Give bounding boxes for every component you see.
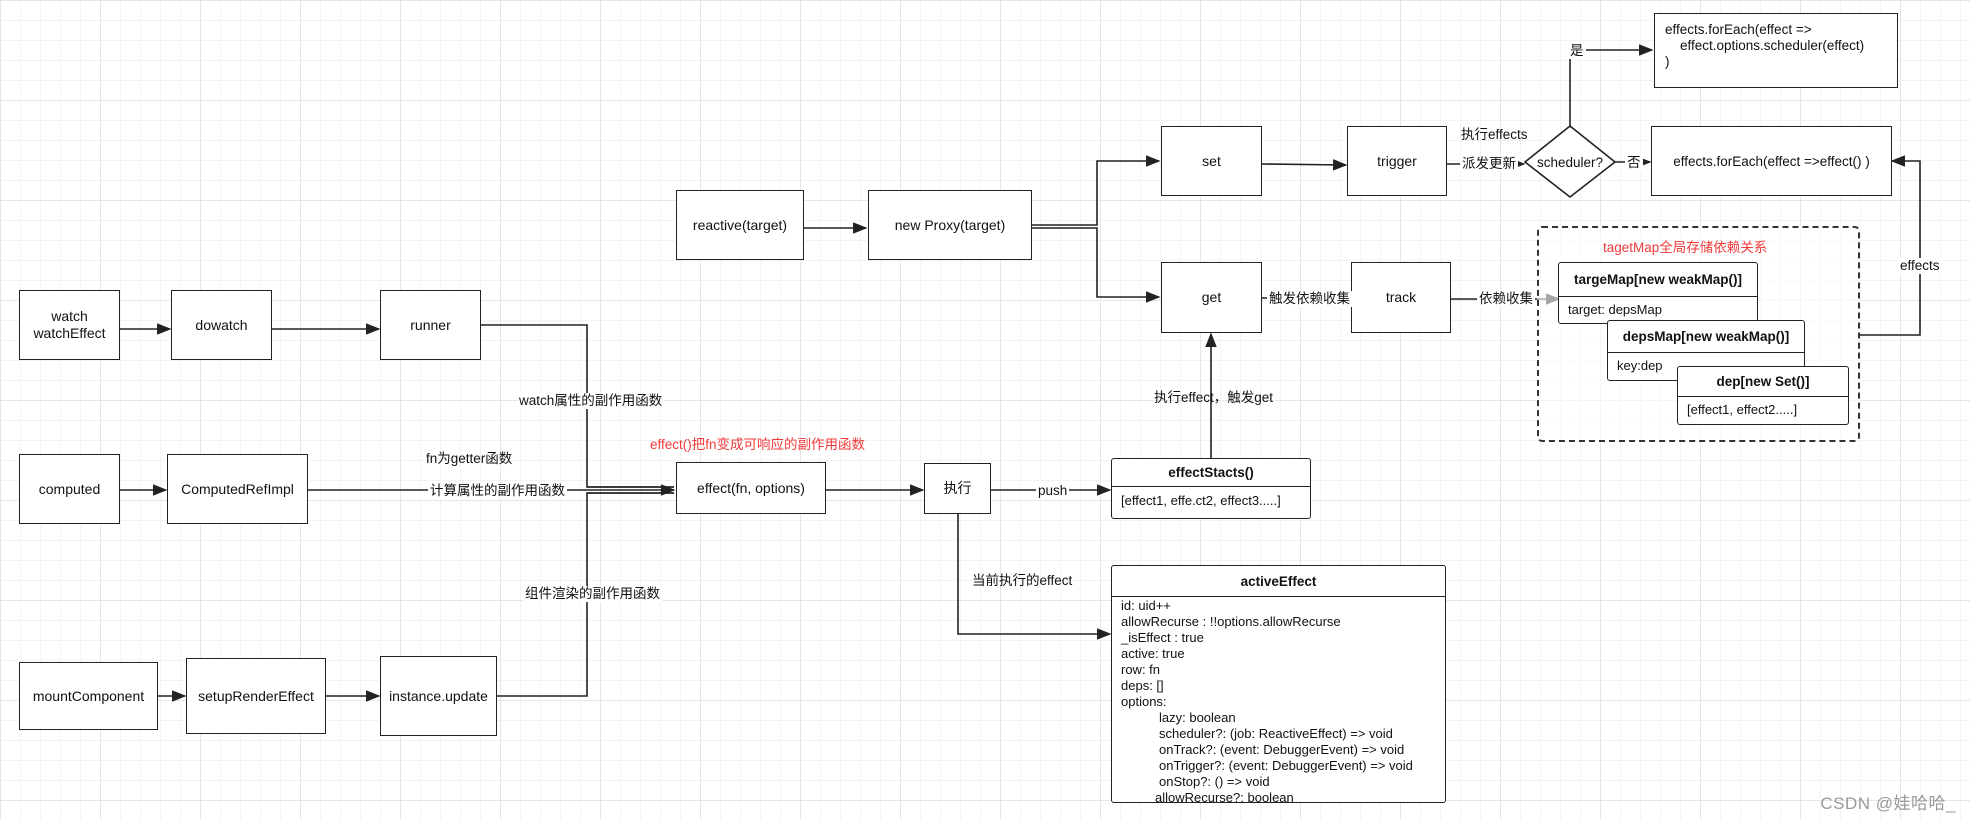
active-effect-line: onTrigger?: (event: DebuggerEvent) => vo… [1159, 758, 1413, 773]
node-watch: watch watchEffect [19, 290, 120, 360]
dep-body: [effect1, effect2.....] [1687, 402, 1798, 417]
label-yes: 是 [1568, 43, 1586, 59]
dep-title: dep[new Set()] [1678, 367, 1848, 397]
label-fn-getter: fn为getter函数 [426, 451, 513, 466]
active-effect-card: activeEffect id: uid++ allowRecurse : !!… [1111, 565, 1446, 803]
label-effects: effects [1898, 258, 1942, 274]
label-component-render-side-effect: 组件渲染的副作用函数 [523, 586, 662, 602]
node-reactive: reactive(target) [676, 190, 804, 260]
active-effect-line: scheduler?: (job: ReactiveEffect) => voi… [1159, 726, 1393, 741]
node-computed: computed [19, 454, 120, 524]
active-effect-line: id: uid++ [1121, 598, 1171, 613]
active-effect-line: options: [1121, 694, 1167, 709]
node-scheduler: scheduler? [1536, 154, 1604, 170]
active-effect-body: id: uid++ allowRecurse : !!options.allow… [1112, 597, 1445, 803]
target-map-group-title: tagetMap全局存储依赖关系 [1603, 240, 1768, 255]
active-effect-line: lazy: boolean [1159, 710, 1236, 725]
label-dep-collect: 依赖收集 [1477, 291, 1535, 307]
active-effect-line: onTrack?: (event: DebuggerEvent) => void [1159, 742, 1405, 757]
node-trigger: trigger [1347, 126, 1447, 196]
node-runner: runner [380, 290, 481, 360]
label-trigger-dep-collect: 触发依赖收集 [1267, 291, 1352, 307]
node-dowatch: dowatch [171, 290, 272, 360]
arrow-exec-active [957, 514, 1112, 640]
dep-card: dep[new Set()] [effect1, effect2.....] [1677, 366, 1849, 425]
active-effect-title: activeEffect [1112, 566, 1445, 597]
label-push: push [1036, 483, 1070, 499]
label-no: 否 [1625, 155, 1643, 171]
node-track: track [1351, 262, 1451, 333]
label-current-effect: 当前执行的effect [972, 573, 1073, 588]
arrow-set-trigger [1261, 159, 1348, 171]
node-mount-component: mountComponent [19, 662, 158, 730]
target-map-title: targeMap[new weakMap()] [1559, 263, 1757, 297]
target-map-body: target: depsMap [1568, 302, 1662, 317]
label-effect-reactive-note: effect()把fn变成可响应的副作用函数 [650, 437, 866, 452]
node-instance-update: instance.update [380, 656, 497, 736]
node-execute: 执行 [924, 463, 991, 514]
deps-map-title: depsMap[new weakMap()] [1608, 321, 1804, 353]
node-foreach-scheduler: effects.forEach(effect => effect.options… [1654, 13, 1898, 88]
effect-stacks-body: [effect1, effe.ct2, effect3.....] [1121, 493, 1281, 508]
node-get: get [1161, 262, 1262, 333]
deps-map-body: key:dep [1617, 358, 1663, 373]
label-computed-side-effect: 计算属性的副作用函数 [428, 483, 567, 499]
foreach-scheduler-line: effect.options.scheduler(effect) [1665, 38, 1865, 53]
scheduler-diamond [1523, 124, 1617, 199]
foreach-scheduler-line: ) [1665, 54, 1670, 69]
active-effect-line: onStop?: () => void [1159, 774, 1270, 789]
watermark: CSDN @娃哈哈_ [1820, 794, 1956, 813]
node-new-proxy: new Proxy(target) [868, 190, 1032, 260]
active-effect-line: active: true [1121, 646, 1185, 661]
node-foreach-effect: effects.forEach(effect =>effect() ) [1651, 126, 1892, 196]
active-effect-line: allowRecurse : !!options.allowRecurse [1121, 614, 1341, 629]
label-dispatch-update: 派发更新 [1460, 156, 1518, 172]
active-effect-line: deps: [] [1121, 678, 1164, 693]
node-effect: effect(fn, options) [676, 462, 826, 514]
effect-stacks-card: effectStacts() [effect1, effe.ct2, effec… [1111, 458, 1311, 519]
node-set: set [1161, 126, 1262, 196]
label-exec-effects: 执行effects [1461, 127, 1528, 142]
active-effect-line: row: fn [1121, 662, 1161, 677]
target-map-card: targeMap[new weakMap()] target: depsMap [1558, 262, 1758, 324]
label-exec-effect-trigger-get: 执行effect，触发get [1154, 390, 1274, 405]
active-effect-line: _isEffect : true [1121, 630, 1204, 645]
node-setup-render-effect: setupRenderEffect [186, 658, 326, 734]
active-effect-line: allowRecurse?: boolean [1155, 790, 1294, 803]
foreach-scheduler-line: effects.forEach(effect => [1665, 22, 1812, 37]
label-watch-side-effect: watch属性的副作用函数 [517, 393, 665, 409]
effect-stacks-title: effectStacts() [1112, 459, 1310, 487]
arrow-scheduler-yes [1569, 44, 1654, 126]
arrow-map-effects [1860, 155, 1921, 336]
wire-proxy-branch [1032, 155, 1161, 226]
node-computed-ref-impl: ComputedRefImpl [167, 454, 308, 524]
